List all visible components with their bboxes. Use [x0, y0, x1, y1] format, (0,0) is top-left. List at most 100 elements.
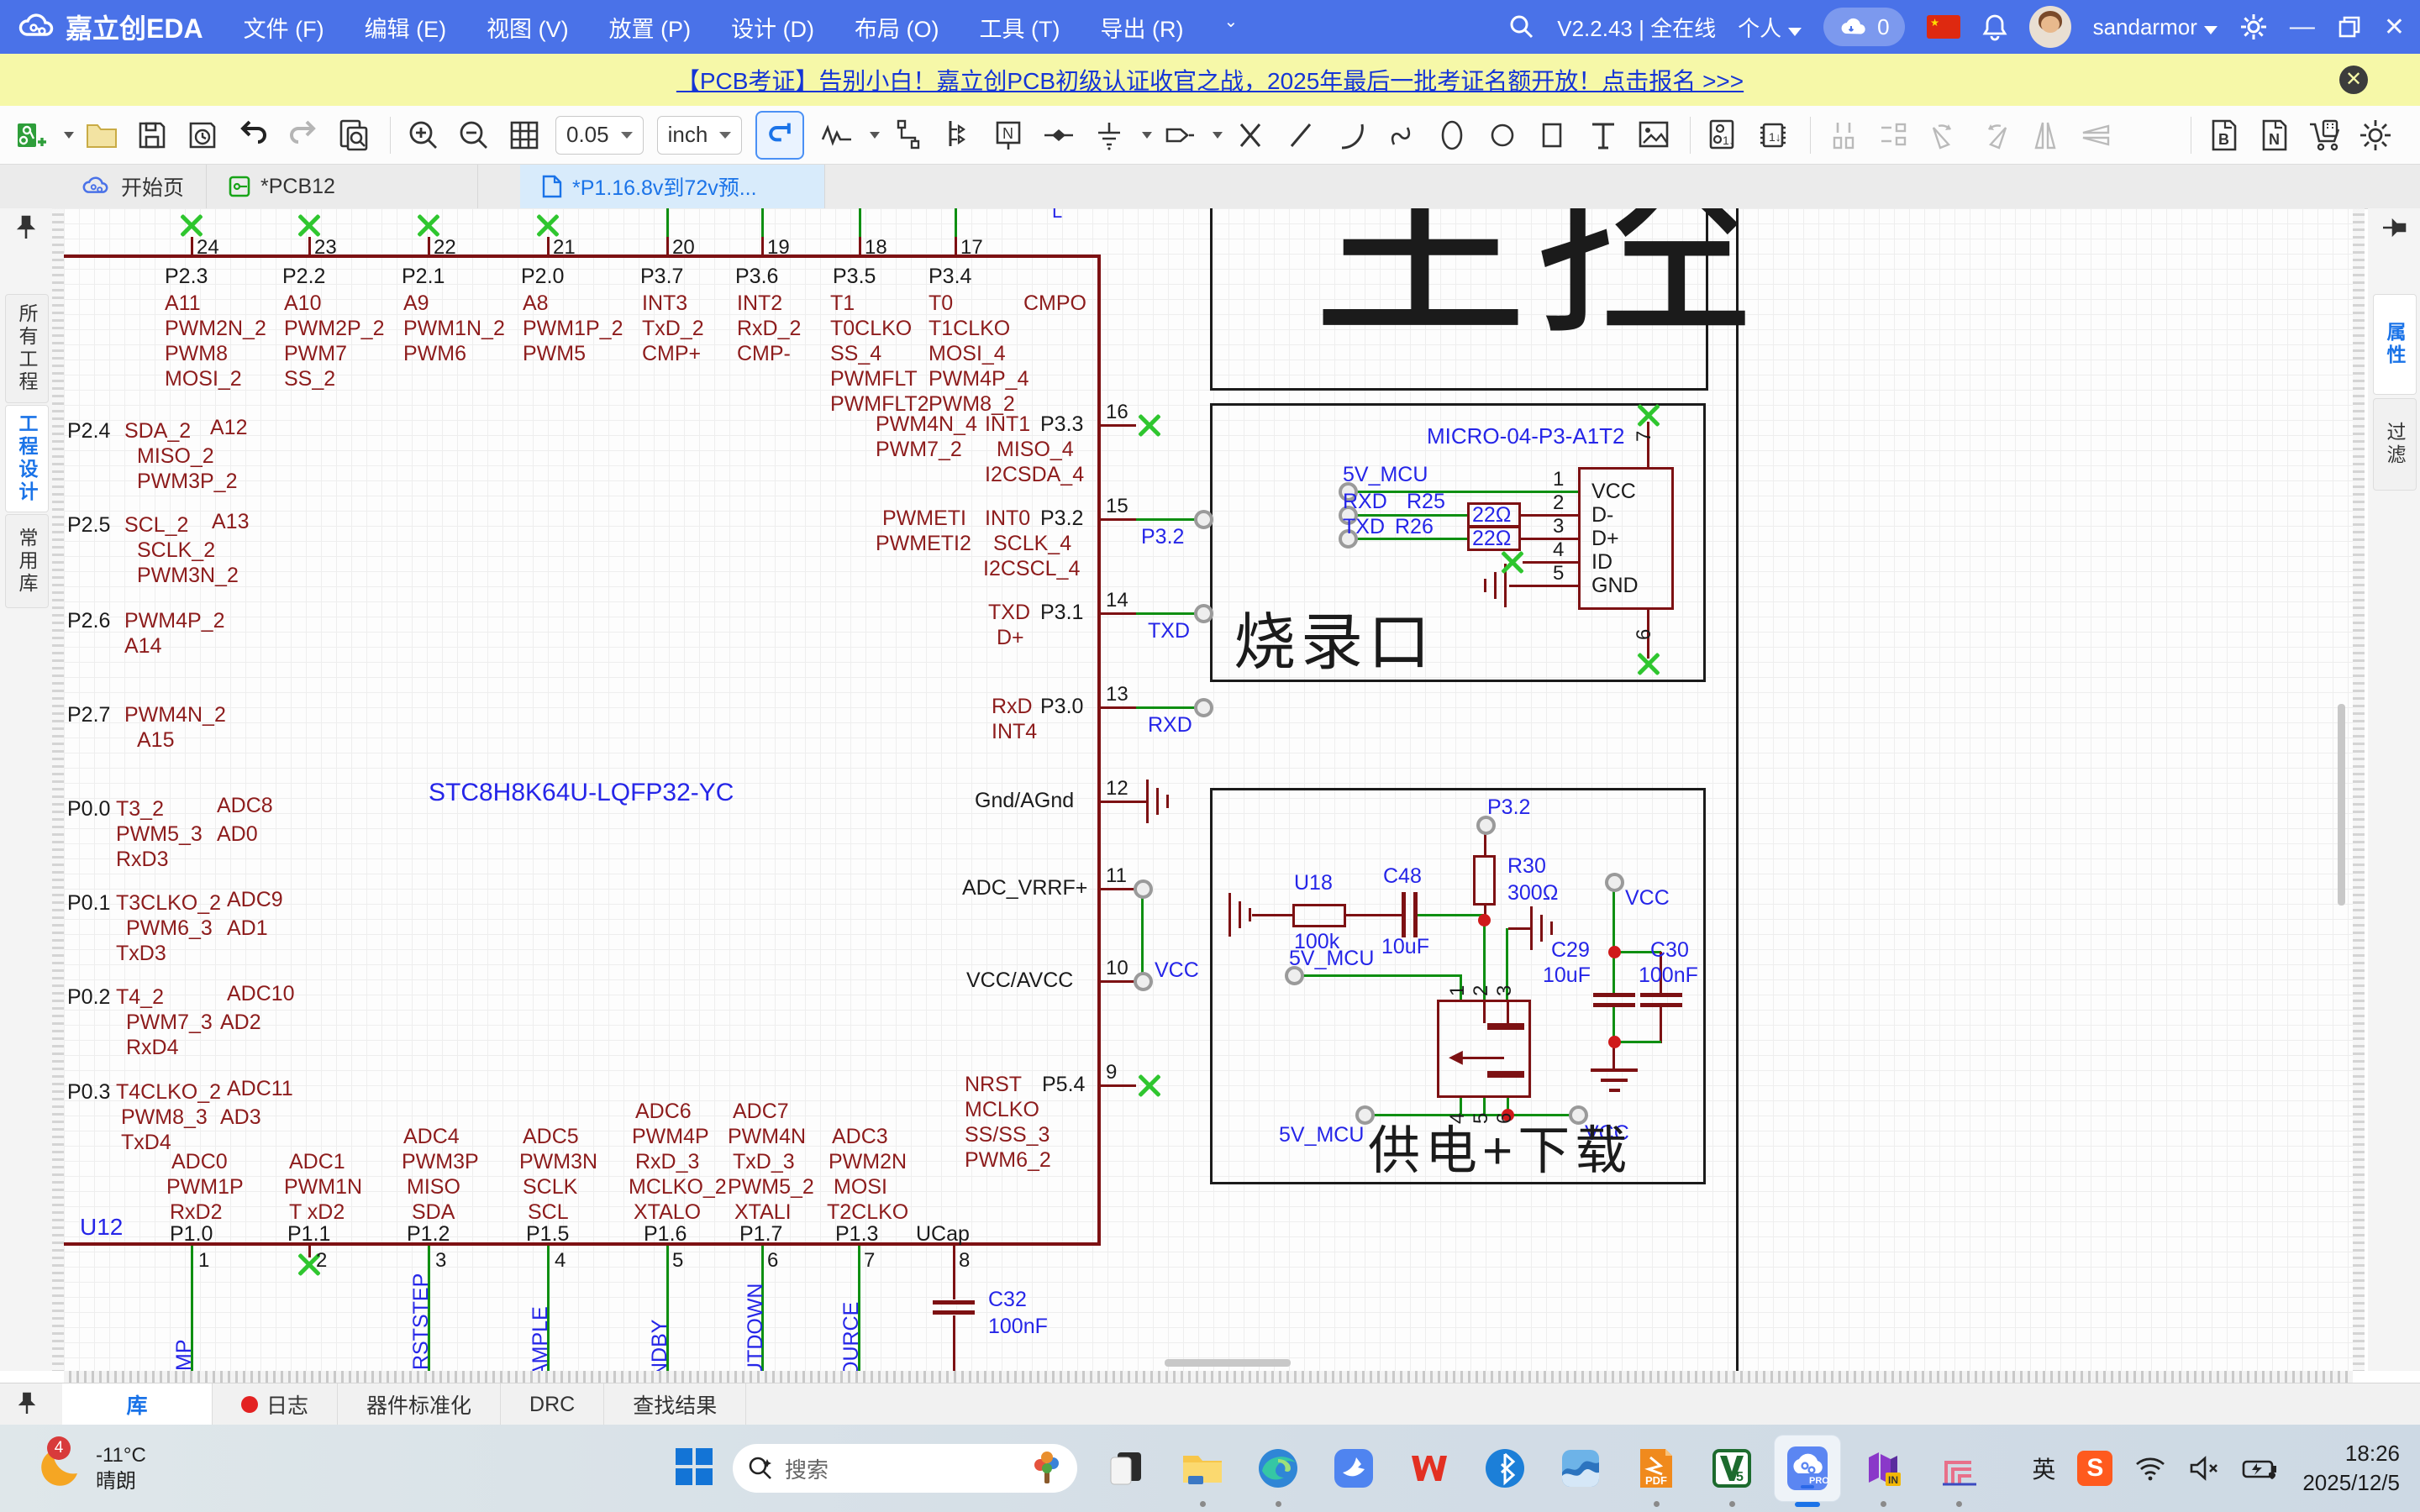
user-avatar[interactable]: [2028, 6, 2071, 48]
schematic-label[interactable]: P2.6: [67, 609, 111, 633]
schematic-label[interactable]: 11: [1106, 864, 1127, 887]
schematic-wire[interactable]: [1640, 1003, 1682, 1007]
schematic-label[interactable]: AD1: [227, 916, 268, 940]
schematic-label[interactable]: T1: [830, 291, 855, 315]
schematic-label[interactable]: RxD_2: [737, 317, 802, 340]
schematic-wire[interactable]: [1484, 906, 1486, 921]
schematic-label[interactable]: 2: [316, 1249, 328, 1272]
bluetooth-icon[interactable]: [1472, 1436, 1538, 1501]
schematic-component-outline[interactable]: [1473, 855, 1496, 906]
schematic-wire[interactable]: [1660, 952, 1662, 993]
schematic-wire[interactable]: [428, 1246, 430, 1371]
grid-size-select[interactable]: 0.05: [555, 115, 644, 155]
schematic-label[interactable]: U18: [1294, 871, 1333, 895]
schematic-label[interactable]: PWM4N_2: [124, 703, 226, 727]
schematic-wire[interactable]: [1612, 1007, 1615, 1043]
schematic-label[interactable]: MOSI_4: [929, 342, 1006, 365]
schematic-wire[interactable]: [1504, 564, 1507, 607]
net-label-icon[interactable]: N: [989, 116, 1028, 155]
find-document-icon[interactable]: [334, 116, 373, 155]
schematic-label[interactable]: SS/SS_3: [965, 1123, 1050, 1147]
schematic-wire[interactable]: [1647, 610, 1649, 659]
thunder-icon[interactable]: [1321, 1436, 1386, 1501]
schematic-label[interactable]: 2: [1470, 984, 1492, 996]
menu-file[interactable]: 文件 (F): [243, 16, 324, 42]
sidebar-tab-properties[interactable]: 属性: [2373, 294, 2417, 395]
schematic-label[interactable]: 13: [1106, 683, 1128, 706]
schematic-label[interactable]: P1.6: [644, 1222, 687, 1246]
pdf-icon[interactable]: PDF: [1623, 1436, 1689, 1507]
schematic-wire[interactable]: [1101, 706, 1136, 709]
schematic-wire[interactable]: [191, 237, 193, 256]
rotate-right-icon[interactable]: [1975, 116, 2014, 155]
wire-pad[interactable]: [1339, 506, 1358, 525]
menu-tools[interactable]: 工具 (T): [979, 16, 1060, 42]
schematic-label[interactable]: PWM3P: [402, 1150, 479, 1173]
schematic-wire[interactable]: [761, 237, 764, 256]
schematic-label[interactable]: PWMFLT2: [830, 392, 929, 416]
keil-icon[interactable]: 5: [1699, 1436, 1765, 1507]
pin-panel-icon[interactable]: [15, 215, 37, 240]
schematic-label[interactable]: CMPO: [1023, 291, 1086, 315]
junction-dot[interactable]: [1478, 914, 1491, 927]
schematic-label[interactable]: STC8H8K64U-LQFP32-YC: [429, 779, 734, 806]
schematic-label[interactable]: P3.5: [833, 265, 876, 288]
schematic-label[interactable]: A10: [284, 291, 322, 315]
schematic-label[interactable]: A8: [523, 291, 549, 315]
schematic-label[interactable]: RxD: [992, 695, 1033, 718]
schematic-wire[interactable]: [1591, 1068, 1638, 1072]
schematic-label[interactable]: P1.7: [739, 1222, 783, 1246]
schematic-wire[interactable]: [1647, 422, 1649, 467]
schematic-label[interactable]: UCap: [916, 1222, 970, 1246]
schematic-label[interactable]: INT3: [642, 291, 688, 315]
schematic-label[interactable]: CMP+: [642, 342, 702, 365]
schematic-label[interactable]: 5: [1553, 562, 1565, 585]
schematic-label[interactable]: AD3: [220, 1105, 261, 1129]
schematic-wire[interactable]: [1101, 612, 1136, 615]
schematic-label[interactable]: 7: [1633, 430, 1655, 442]
schematic-label[interactable]: 4: [1553, 538, 1565, 561]
wire-pad[interactable]: [1355, 1105, 1375, 1125]
schematic-wire[interactable]: [933, 1300, 975, 1305]
schematic-label[interactable]: VCC/AVCC: [966, 969, 1074, 992]
banner-close-icon[interactable]: ✕: [2339, 66, 2368, 94]
signal-icon[interactable]: [818, 116, 856, 155]
schematic-wire[interactable]: [1550, 921, 1553, 935]
schematic-wire[interactable]: [1136, 706, 1202, 709]
rect-icon[interactable]: [1534, 116, 1572, 155]
schematic-label[interactable]: PWM6_3: [126, 916, 213, 940]
schematic-label[interactable]: PWM7_2: [876, 438, 962, 461]
schematic-wire[interactable]: [1614, 1041, 1661, 1043]
schematic-label[interactable]: MOSI: [834, 1175, 887, 1199]
schematic-wire[interactable]: [1346, 914, 1402, 916]
sidebar-tab-all-projects[interactable]: 所有工程: [5, 294, 49, 403]
schematic-wire[interactable]: [859, 208, 861, 239]
schematic-wire[interactable]: [1141, 888, 1144, 983]
schematic-label[interactable]: PWM5_3: [116, 822, 203, 846]
schematic-label[interactable]: TxD3: [116, 942, 166, 965]
net-port-icon[interactable]: [1160, 116, 1199, 155]
arc-icon[interactable]: [1332, 116, 1370, 155]
menu-more-chevron[interactable]: ⌄: [1223, 12, 1239, 31]
no-connect-flag[interactable]: [534, 212, 561, 239]
username-dropdown[interactable]: sandarmor: [2093, 14, 2217, 40]
schematic-label[interactable]: A12: [210, 416, 248, 439]
schematic-wire[interactable]: [1101, 888, 1136, 890]
settings-gear-icon[interactable]: [2239, 13, 2268, 41]
schematic-label[interactable]: 10: [1106, 957, 1128, 979]
schematic-label[interactable]: 20: [672, 236, 695, 259]
wire-pad[interactable]: [1134, 879, 1153, 899]
schematic-label[interactable]: MISO: [407, 1175, 460, 1199]
menu-export[interactable]: 导出 (R): [1100, 16, 1184, 42]
schematic-wire[interactable]: [1540, 915, 1543, 942]
wire-pad[interactable]: [1569, 1105, 1588, 1125]
ground-icon[interactable]: [1090, 116, 1128, 155]
image-icon[interactable]: [1634, 116, 1673, 155]
wire-pad[interactable]: [1285, 966, 1304, 985]
schematic-label[interactable]: R25: [1407, 490, 1445, 513]
schematic-label[interactable]: PWM7: [284, 342, 347, 365]
schematic-label[interactable]: 21: [553, 236, 576, 259]
schematic-label[interactable]: NDBY: [648, 1319, 671, 1371]
schematic-wire[interactable]: [1460, 974, 1462, 1000]
schematic-label[interactable]: ADC11: [227, 1077, 293, 1100]
